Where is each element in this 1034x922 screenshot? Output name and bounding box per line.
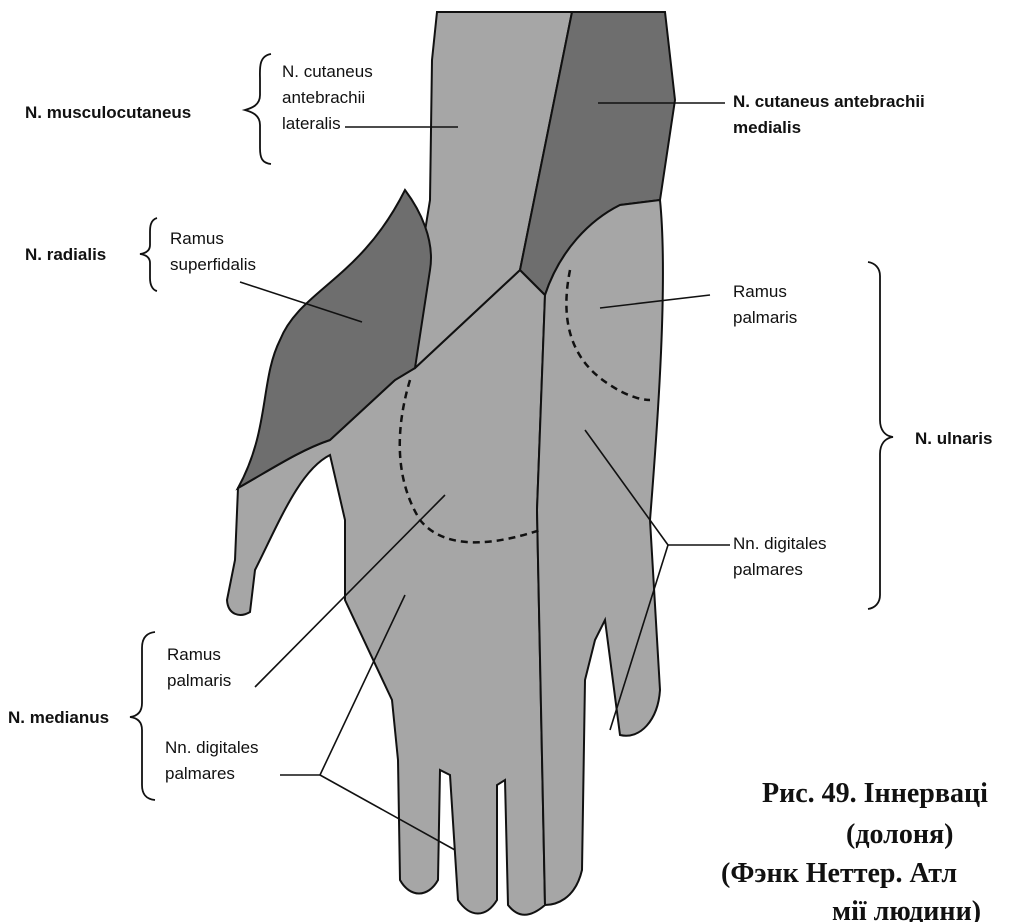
label-medianus: N. medianus	[8, 708, 109, 727]
label-median-digitales: Nn. digitales palmares	[165, 738, 263, 783]
caption-line-3: (Фэнк Неттер. Атл	[721, 858, 957, 889]
hand-illustration	[227, 12, 675, 915]
label-ulnar-digitales: Nn. digitales palmares	[733, 534, 831, 579]
caption-line-1: Рис. 49. Іннерваці	[762, 778, 988, 809]
caption-line-2: (долоня)	[846, 819, 953, 850]
brace-medianus	[130, 632, 155, 800]
label-cutaneus-medialis: N. cutaneus antebrachii medialis	[733, 92, 930, 137]
label-musculocutaneus: N. musculocutaneus	[25, 103, 191, 122]
label-ulnar-ramus-palmaris: Ramus palmaris	[733, 282, 797, 327]
caption-line-4: мії людини)	[832, 896, 981, 922]
label-radialis: N. radialis	[25, 245, 106, 264]
label-median-ramus-palmaris: Ramus palmaris	[167, 645, 231, 690]
brace-ulnaris	[868, 262, 893, 609]
brace-radialis	[140, 218, 157, 291]
label-ulnaris: N. ulnaris	[915, 429, 992, 448]
figure-caption: Рис. 49. Іннерваці (долоня) (Фэнк Неттер…	[721, 778, 988, 922]
brace-musculocutaneus	[245, 54, 271, 164]
label-ramus-superficialis: Ramus superfidalis	[170, 229, 256, 274]
label-cutaneus-lateralis: N. cutaneus antebrachii lateralis	[282, 62, 377, 133]
ulnar-territory	[537, 200, 663, 905]
